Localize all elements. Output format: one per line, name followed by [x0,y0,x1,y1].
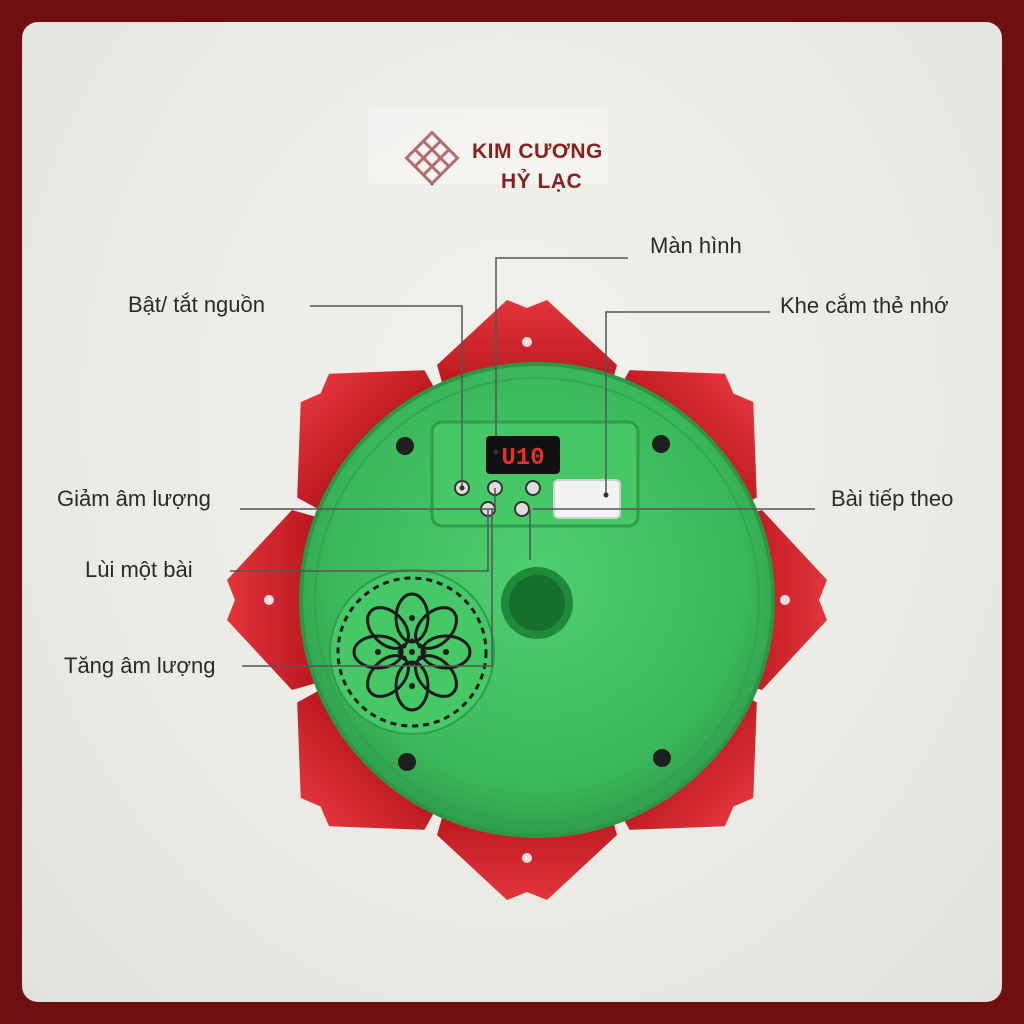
label-next-track: Bài tiếp theo [831,486,954,511]
label-volume-down: Giảm âm lượng [57,486,211,511]
label-previous-track: Lùi một bài [85,557,193,582]
memory-card-slot[interactable] [553,479,621,519]
screw-hole [652,435,670,453]
petal [227,510,327,690]
label-volume-up: Tăng âm lượng [64,653,216,678]
label-memory-slot: Khe cắm thẻ nhớ [780,293,949,318]
led-display [486,436,560,474]
brand-line-1: KIM CƯƠNG [472,140,603,163]
speaker-grille [329,569,495,735]
volume-up-button[interactable] [514,501,530,517]
brand-line-2: HỶ LẠC [501,170,583,193]
screw-hole [653,749,671,767]
label-power: Bật/ tắt nguồn [128,292,265,317]
brand-badge [368,108,608,184]
display-readout: U10 [501,445,544,472]
screw-hole [398,753,416,771]
screw-hole [396,437,414,455]
endless-knot-icon [404,130,460,186]
label-screen: Màn hình [650,233,742,258]
next-track-button[interactable] [525,480,541,496]
callout-lines [230,257,815,667]
